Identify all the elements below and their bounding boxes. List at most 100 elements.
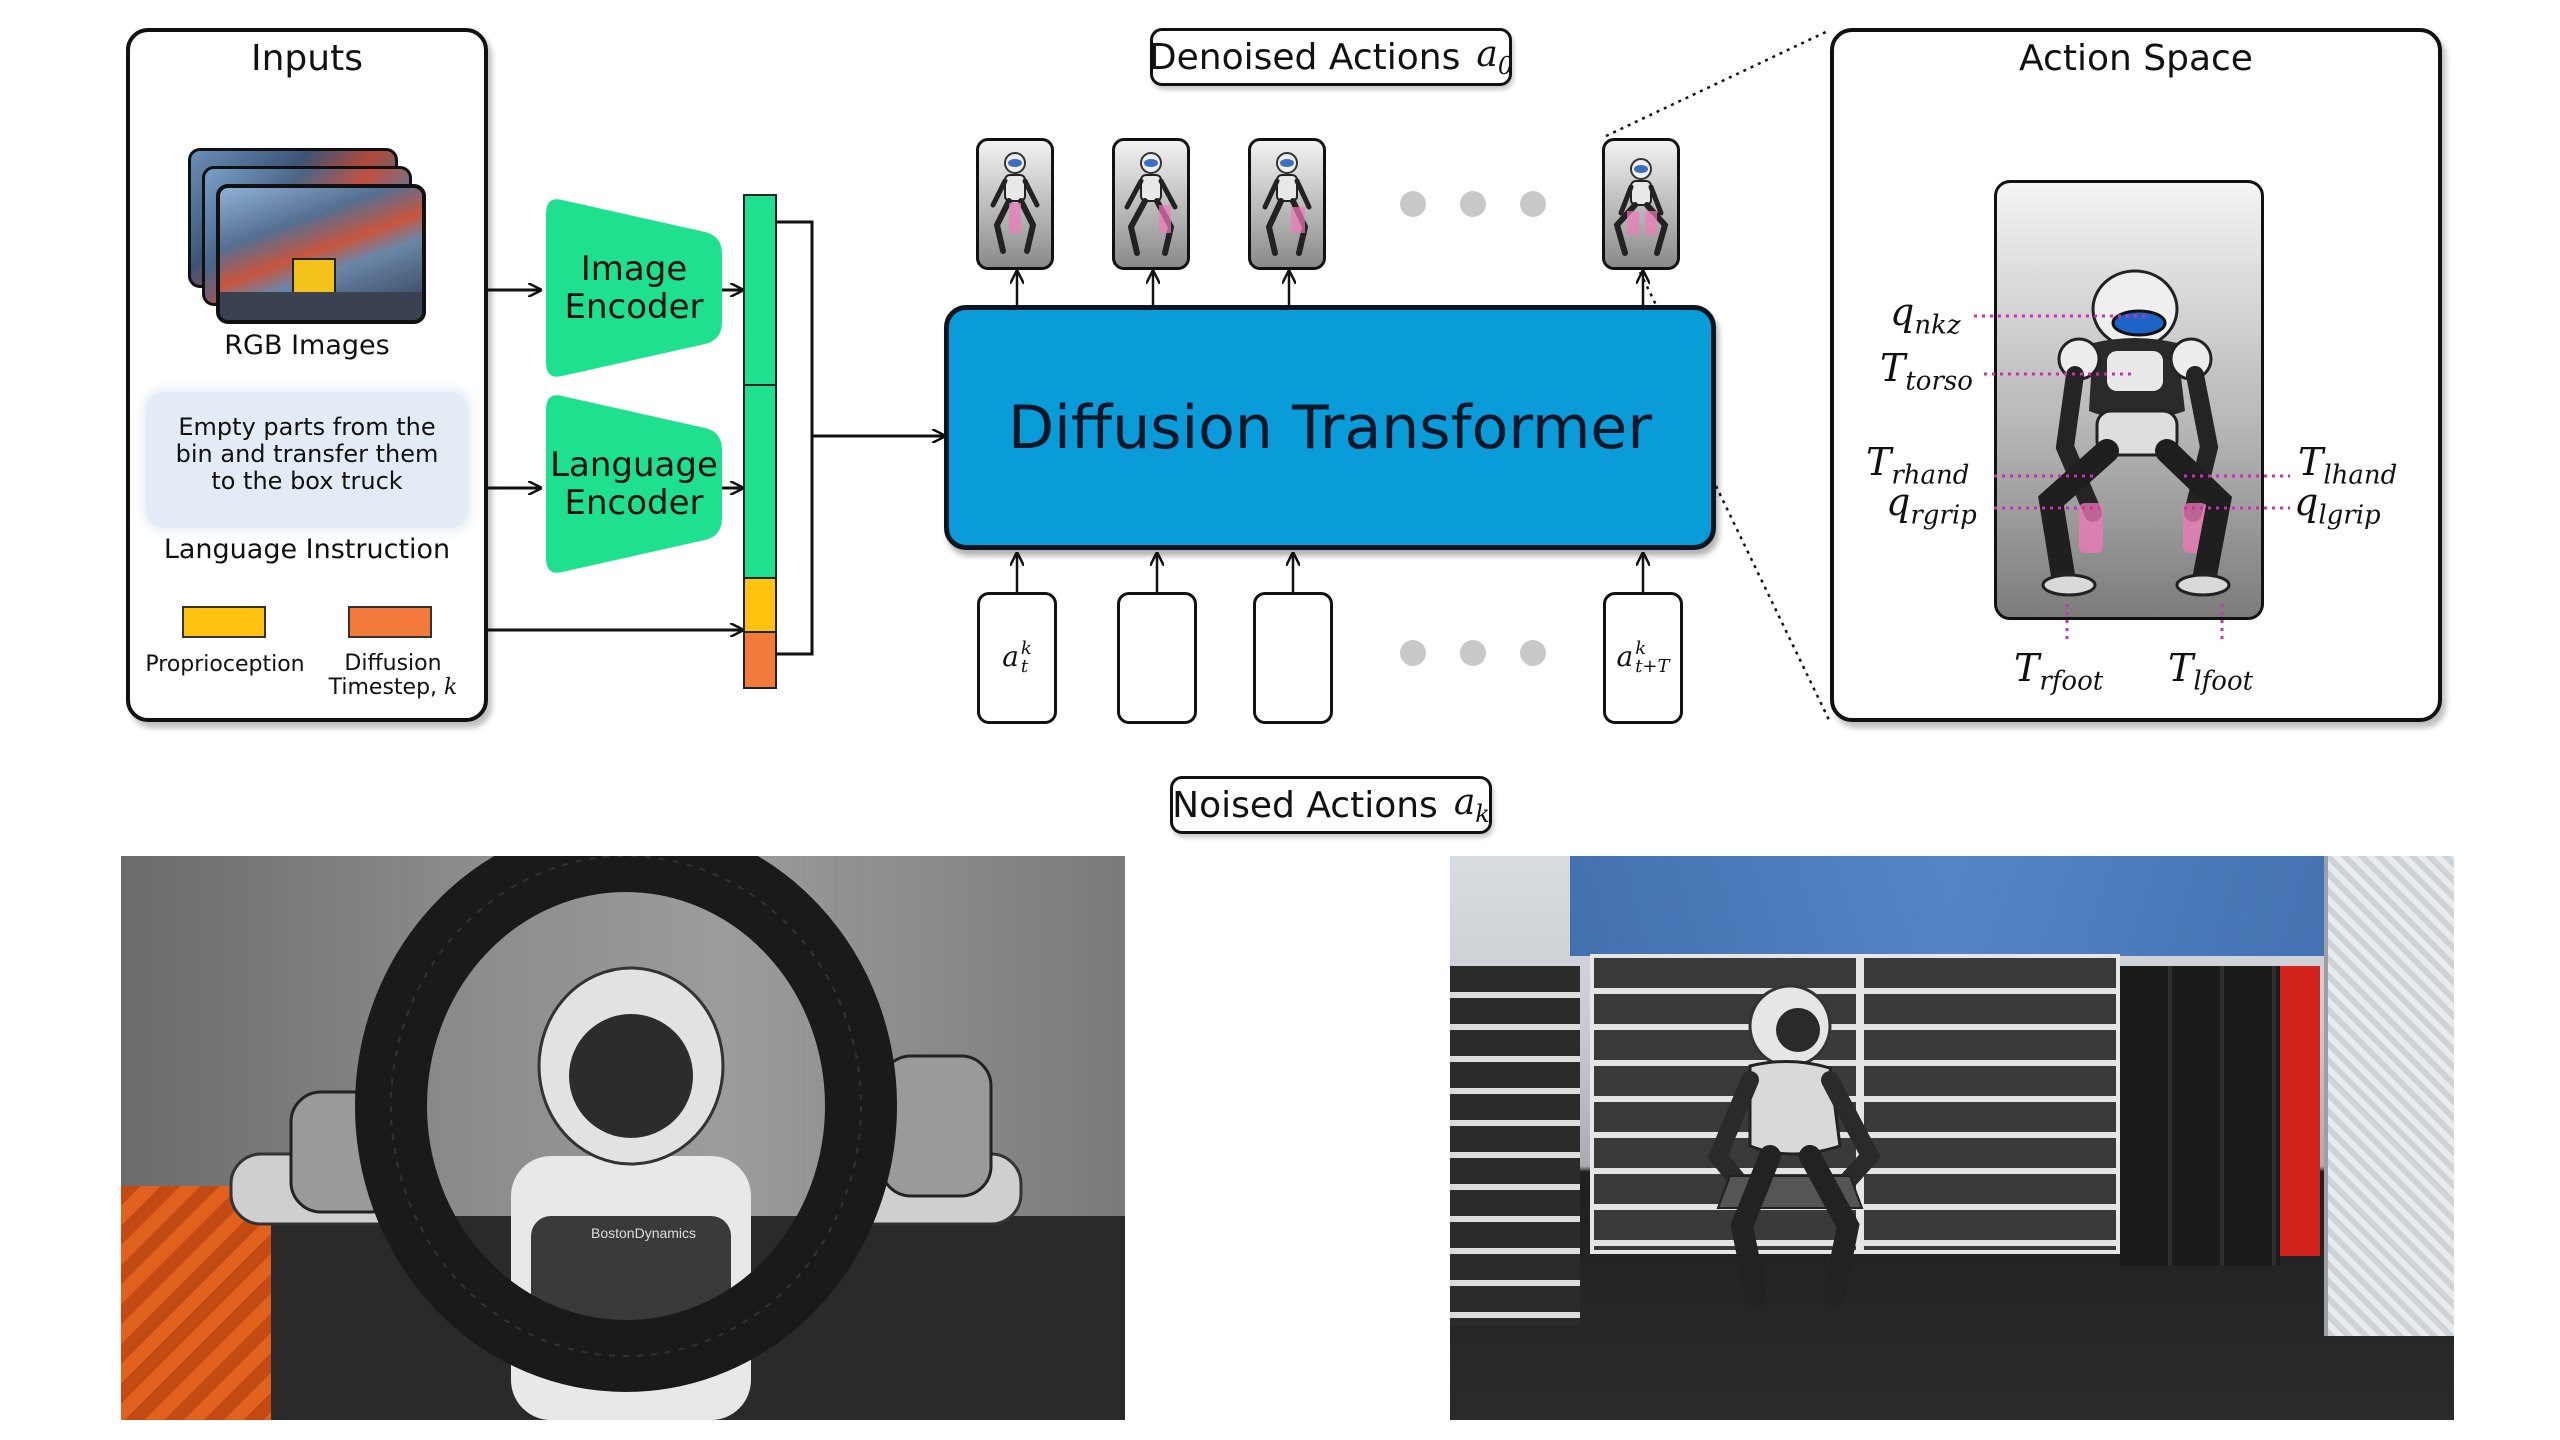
robot-figure-icon — [1262, 152, 1312, 256]
noised-action-slot-3 — [1253, 592, 1333, 724]
denoised-actions-symbol: a0 — [1476, 34, 1513, 80]
bracket-tokens-to-transformer — [776, 220, 814, 656]
q-nkz-sub: nkz — [1914, 310, 1961, 341]
t-lfoot-sub: lfoot — [2193, 666, 2254, 697]
proprioception-swatch — [182, 606, 266, 638]
noised-actions-label: Noised Actions ak — [1170, 776, 1492, 834]
photo-robot-with-tire: BostonDynamics — [121, 856, 1125, 1420]
zoom-line-bottom — [1714, 485, 1832, 723]
label-t-rfoot: Trfoot — [2014, 646, 2103, 697]
q-rgrip-base: q — [1886, 480, 1911, 524]
ceiling-windows — [1570, 856, 2330, 956]
proprioception-label: Proprioception — [145, 652, 305, 677]
rgb-image-front — [216, 184, 426, 324]
denoised-action-thumb-last — [1602, 138, 1680, 270]
inputs-title: Inputs — [251, 38, 363, 79]
t-rfoot-sub: rfoot — [2039, 666, 2104, 697]
denoised-action-thumb-1 — [976, 138, 1054, 270]
language-encoder-label: Language Encoder — [546, 446, 722, 522]
label-t-lhand: Tlhand — [2298, 440, 2397, 491]
denoised-action-thumb-3 — [1248, 138, 1326, 270]
zoom-line-mid — [1638, 271, 1658, 306]
label-t-torso: Ttorso — [1880, 346, 1973, 397]
language-encoder-line1: Language — [550, 445, 718, 485]
t-rhand-sub: rhand — [1891, 460, 1970, 491]
t-torso-sub: torso — [1905, 366, 1973, 397]
action-space-title: Action Space — [2019, 38, 2253, 79]
denoised-symbol-base: a — [1476, 33, 1498, 75]
boston-dynamics-logo: BostonDynamics — [591, 1225, 696, 1241]
t-rhand-base: T — [1866, 440, 1892, 484]
zoom-line-top — [1605, 28, 1831, 138]
slot-first-sup: k — [1020, 638, 1032, 660]
robot-warehouse-scene — [1707, 984, 1881, 1307]
black-mats — [2120, 966, 2280, 1266]
t-lhand-base: T — [2298, 440, 2324, 484]
language-instruction-label: Language Instruction — [163, 534, 451, 565]
token-stack-language — [743, 384, 777, 579]
ellipsis-dot — [1400, 191, 1426, 217]
diffusion-label-line1: Diffusion — [344, 651, 442, 676]
diffusion-label-text: Timestep, — [328, 675, 438, 700]
noised-action-slot-2 — [1117, 592, 1197, 724]
red-mat — [2280, 966, 2320, 1256]
noised-symbol-base: a — [1453, 781, 1476, 823]
token-stack-timestep — [743, 631, 777, 689]
token-stack-image — [743, 194, 777, 386]
diffusion-transformer-block: Diffusion Transformer — [944, 305, 1716, 550]
image-encoder-shape — [546, 199, 722, 377]
language-encoder-shape — [546, 395, 722, 573]
label-q-lgrip: qlgrip — [2294, 480, 2381, 531]
ellipsis-dot — [1460, 191, 1486, 217]
slot-last-sub: t+T — [1635, 656, 1670, 678]
q-lgrip-sub: lgrip — [2318, 500, 2381, 531]
inputs-panel: Inputs RGB Images Empty parts from the b… — [126, 28, 488, 722]
robot-tire-scene: BostonDynamics — [229, 856, 1023, 1420]
ellipsis-dot — [1400, 640, 1426, 666]
denoised-action-thumb-2 — [1112, 138, 1190, 270]
shelf-left — [1450, 966, 1580, 1326]
slot-first-base: a — [1002, 639, 1019, 673]
robot-figure-icon — [990, 152, 1040, 254]
robot-render-frame — [1994, 180, 2264, 620]
denoised-actions-text: Denoised Actions — [1148, 36, 1461, 78]
label-q-rgrip: qrgrip — [1886, 480, 1977, 531]
image-encoder-line2: Encoder — [564, 287, 704, 327]
photo-robot-warehouse — [1450, 856, 2454, 1420]
noised-actions-symbol: ak — [1454, 782, 1490, 828]
token-stack-proprio — [743, 577, 777, 633]
q-lgrip-base: q — [2294, 480, 2319, 524]
diffusion-timestep-label: Diffusion Timestep, k — [320, 652, 466, 700]
image-encoder-label: Image Encoder — [546, 250, 722, 326]
slot-first-sub: t — [1020, 656, 1029, 678]
rgb-image-stack — [188, 148, 428, 338]
diffusion-timestep-swatch — [348, 606, 432, 638]
t-torso-base: T — [1880, 346, 1906, 390]
shelf-center-right — [1860, 954, 2120, 1254]
label-q-nkz: qnkz — [1890, 290, 1961, 341]
denoised-symbol-sub: 0 — [1497, 52, 1514, 81]
language-encoder-line2: Encoder — [564, 483, 704, 523]
q-rgrip-sub: rgrip — [1910, 500, 1977, 531]
diffusion-transformer-label: Diffusion Transformer — [1007, 392, 1652, 463]
noised-symbol-sub: k — [1475, 800, 1490, 829]
noised-actions-text: Noised Actions — [1172, 784, 1438, 826]
t-lfoot-base: T — [2168, 646, 2194, 690]
label-t-rhand: Trhand — [1866, 440, 1969, 491]
action-space-guides — [1974, 314, 2290, 644]
metal-cart — [2324, 856, 2454, 1336]
instruction-text: Empty parts from the bin and transfer th… — [175, 413, 439, 495]
ellipsis-dot — [1520, 640, 1546, 666]
slot-last-sup: k — [1635, 638, 1647, 660]
orange-crates — [121, 1186, 271, 1420]
q-nkz-base: q — [1890, 290, 1915, 334]
action-space-panel: Action Space — [1830, 28, 2442, 722]
robot-figure-icon — [1124, 152, 1178, 256]
ellipsis-dot — [1460, 640, 1486, 666]
robot-figure-icon — [1613, 158, 1669, 256]
diffusion-symbol: k — [444, 675, 458, 700]
